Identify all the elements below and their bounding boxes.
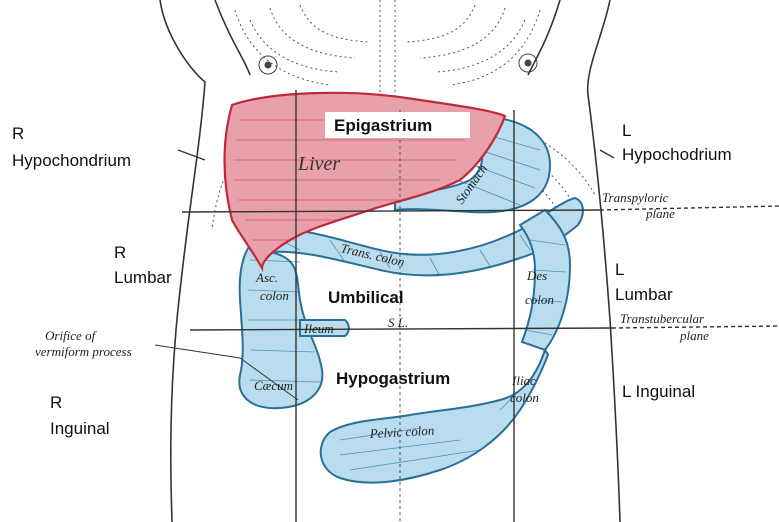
- hypogastrium-label: Hypogastrium: [336, 369, 450, 388]
- epigastrium-label: Epigastrium: [334, 116, 432, 135]
- l-hypochondrium-label: L Hypochodrium: [622, 121, 732, 164]
- transpyloric-plane-label: Transpyloric plane: [602, 190, 675, 221]
- ileum-label: Ileum: [303, 321, 334, 336]
- orifice-annotation: Orifice of vermiform process: [35, 328, 132, 359]
- nipple-markers: [259, 54, 537, 74]
- liver-label: Liver: [297, 153, 340, 175]
- l-lumbar-label: L Lumbar: [615, 260, 673, 304]
- orifice-leader-line: [155, 345, 240, 358]
- r-inguinal-label: R Inguinal: [50, 393, 110, 438]
- r-hypochondrium-label: R Hypochondrium: [12, 124, 131, 170]
- r-lumbar-label: R Lumbar: [114, 243, 172, 287]
- l-inguinal-label: L Inguinal: [622, 382, 695, 401]
- sl-label: S L.: [388, 315, 408, 330]
- umbilical-label: Umbilical: [328, 288, 404, 307]
- caecum-label: Cæcum: [254, 378, 293, 393]
